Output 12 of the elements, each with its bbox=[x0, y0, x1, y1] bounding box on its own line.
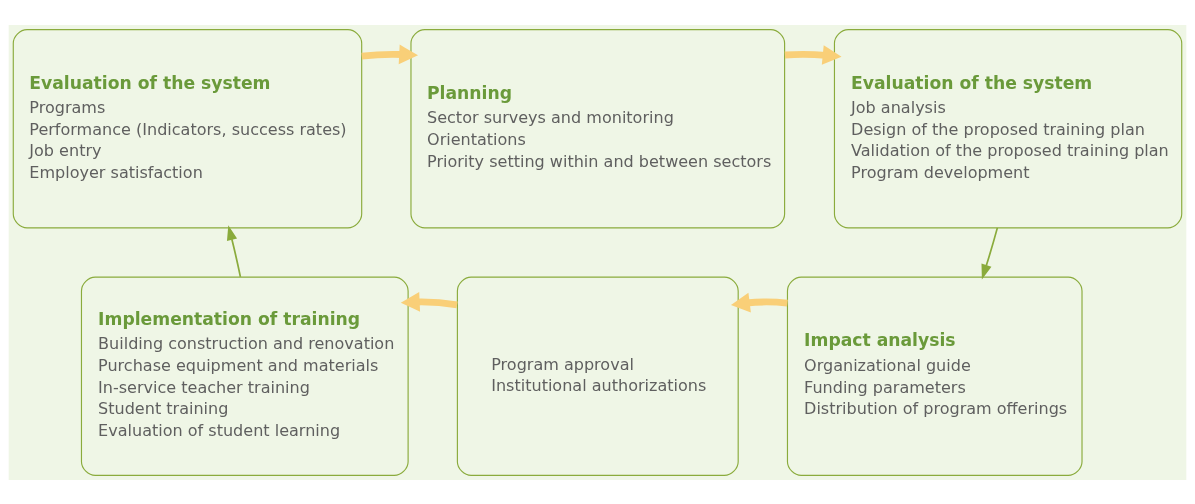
arrow bbox=[981, 226, 999, 279]
node-box: Evaluation of the system Programs Performance (Indicators, success rates) Job entry Employer satisfaction bbox=[12, 28, 363, 228]
node-box: Evaluation of the system Job analysis Design of the proposed training plan Validation of the proposed training plan Program development bbox=[833, 28, 1183, 228]
node-box: Impact analysis Organizational guide Funding parameters Distribution of program offerings bbox=[786, 276, 1083, 476]
node-box: Planning Sector surveys and monitoring Orientations Priority setting within and between sectors bbox=[410, 28, 786, 228]
arrow bbox=[361, 44, 419, 64]
node-box: Implementation of training Building construction and renovation Purchase equipment and materials In-service teacher training Student training Evaluation of student learning bbox=[80, 276, 409, 476]
node-box: Program approval Institutional authorizations bbox=[456, 276, 739, 476]
arrow bbox=[730, 292, 788, 312]
arrow bbox=[784, 44, 842, 65]
arrow bbox=[226, 224, 242, 278]
arrow bbox=[400, 291, 458, 312]
